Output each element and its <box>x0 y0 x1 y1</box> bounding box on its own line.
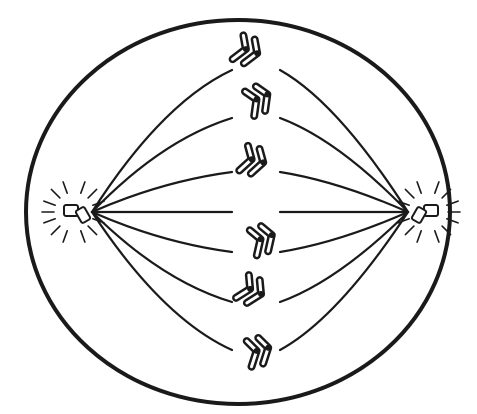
cell-diagram-svg <box>0 0 477 414</box>
cell-diagram <box>0 0 477 414</box>
